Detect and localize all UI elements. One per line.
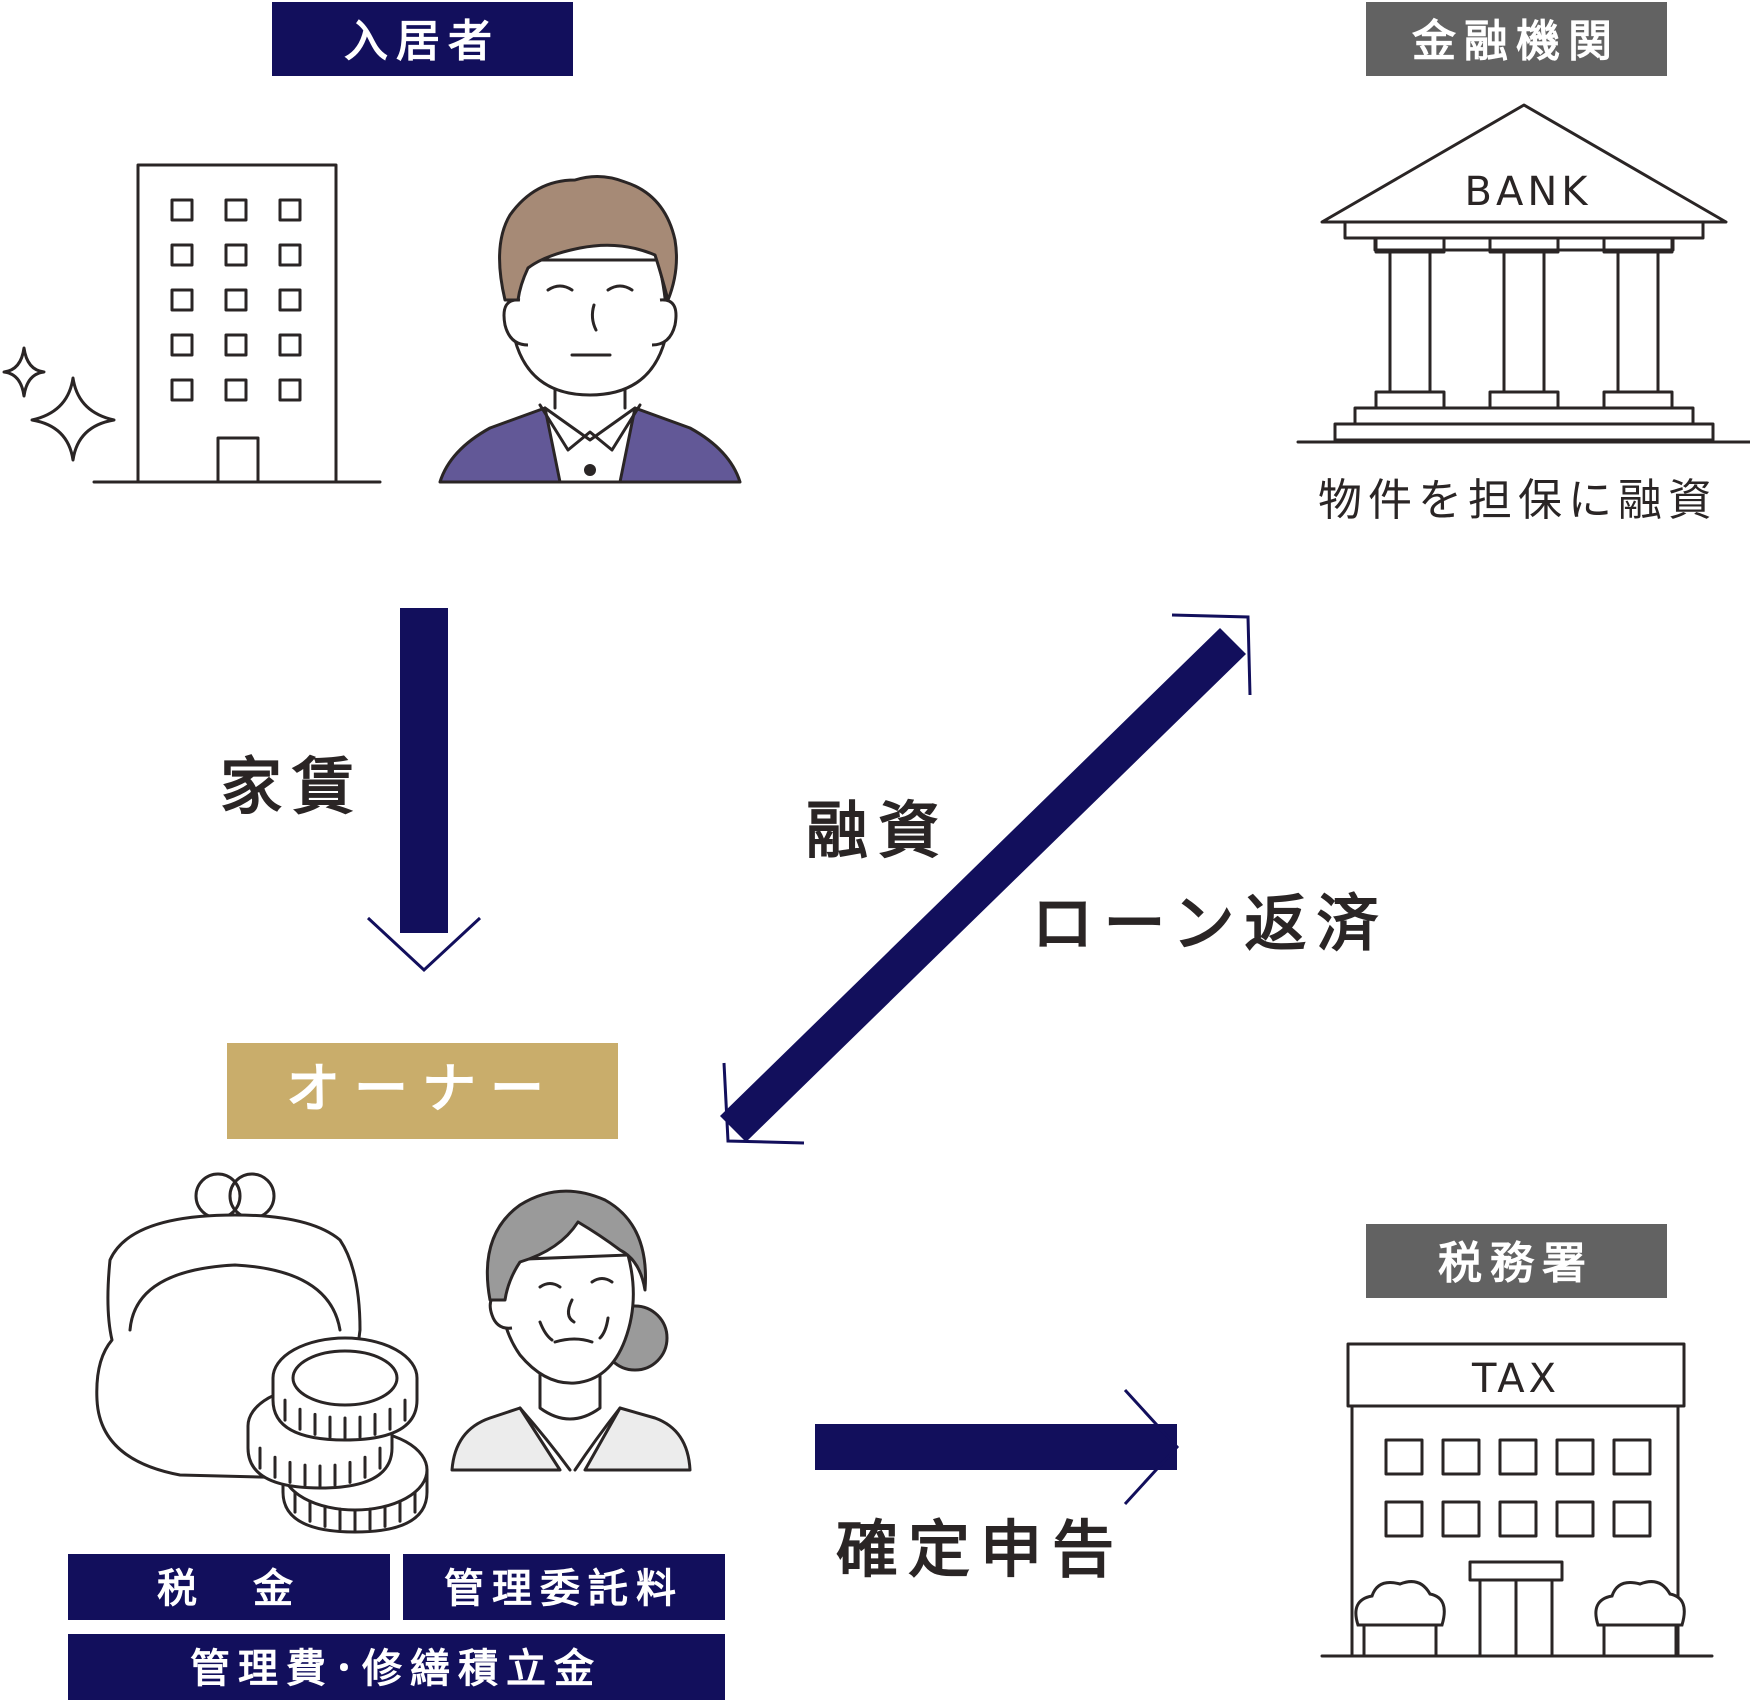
- loan-label: 融資: [806, 794, 950, 867]
- building-window: [170, 288, 194, 312]
- bank-caption: 物件を担保に融資: [1318, 475, 1718, 526]
- building-window: [224, 333, 248, 357]
- bank-column-base: [1602, 390, 1674, 410]
- tax-office-window: [1498, 1500, 1538, 1538]
- tax-office-window: [1612, 1438, 1652, 1476]
- tenant-label: 入居者: [272, 2, 573, 76]
- owner-label-text: オーナー: [286, 1057, 558, 1120]
- rent-arrow: 家賃: [220, 608, 482, 973]
- tax-office-icon: TAX: [1320, 1342, 1714, 1658]
- tax-office-label: 税務署: [1366, 1224, 1667, 1298]
- building-window: [278, 198, 302, 222]
- tax-office-window: [1384, 1438, 1424, 1476]
- tax-office-window: [1612, 1500, 1652, 1538]
- expense-item-text: 管理委託料: [444, 1566, 684, 1612]
- building-icon: [92, 163, 382, 484]
- tax-office-label-text: 税務署: [1438, 1238, 1594, 1289]
- tax-office-window: [1555, 1438, 1595, 1476]
- tax-return-label: 確定申告: [836, 1513, 1124, 1586]
- rent-label: 家賃: [220, 750, 364, 823]
- building-window: [278, 288, 302, 312]
- bank-column: [1616, 250, 1660, 394]
- building-window: [278, 378, 302, 402]
- tax-return-arrow: 確定申告: [815, 1388, 1180, 1586]
- building-window: [278, 243, 302, 267]
- expense-item: 税 金: [68, 1554, 390, 1620]
- building-window: [170, 243, 194, 267]
- bank-icon: BANK 物件を担保に融資: [1296, 103, 1750, 526]
- building-window: [224, 243, 248, 267]
- bank-column: [1388, 250, 1432, 394]
- tax-office-window: [1384, 1500, 1424, 1538]
- building-window: [224, 288, 248, 312]
- repayment-label: ローン返済: [1032, 887, 1389, 960]
- bank-label-text: 金融機関: [1411, 16, 1620, 67]
- expense-item-text: 税 金: [157, 1566, 301, 1612]
- building-window: [224, 198, 248, 222]
- building-window: [170, 378, 194, 402]
- bank-column: [1502, 250, 1546, 394]
- bank-column-base: [1488, 390, 1560, 410]
- tax-office-window: [1441, 1438, 1481, 1476]
- building-window: [170, 198, 194, 222]
- expense-item: 管理費･修繕積立金: [68, 1634, 725, 1700]
- tax-sign-text: TAX: [1471, 1356, 1560, 1402]
- expense-item: 管理委託料: [403, 1554, 725, 1620]
- expense-list: 税 金 管理委託料 管理費･修繕積立金: [68, 1554, 725, 1700]
- building-window: [170, 333, 194, 357]
- tax-office-window: [1555, 1500, 1595, 1538]
- tenant-label-text: 入居者: [344, 16, 500, 67]
- man-icon: [438, 175, 742, 484]
- owner-label: オーナー: [227, 1043, 618, 1139]
- expense-item-text: 管理費･修繕積立金: [190, 1646, 602, 1692]
- woman-icon: [450, 1189, 692, 1472]
- sparkle-icon: [2, 346, 116, 462]
- building-window: [224, 378, 248, 402]
- coins-icon: [246, 1336, 429, 1534]
- building-window: [278, 333, 302, 357]
- tax-office-window: [1441, 1500, 1481, 1538]
- bank-column-base: [1374, 390, 1446, 410]
- loan-arrow: 融資 ローン返済: [720, 613, 1389, 1145]
- bank-label: 金融機関: [1366, 2, 1667, 76]
- tax-office-window: [1498, 1438, 1538, 1476]
- bank-sign-text: BANK: [1465, 169, 1592, 215]
